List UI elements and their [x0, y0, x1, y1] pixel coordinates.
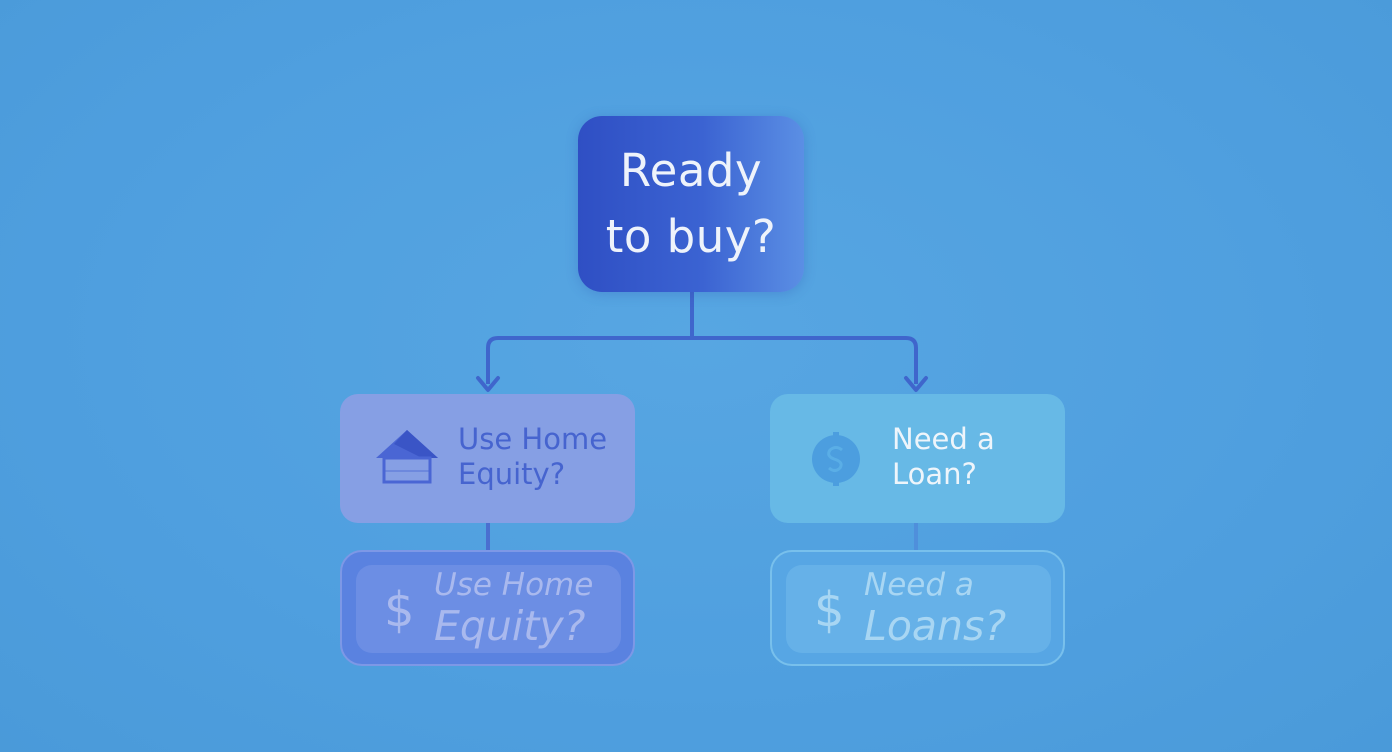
house-icon: [372, 426, 442, 486]
coin-icon: [810, 432, 862, 486]
need-a-loan-node: Need a Loan?: [770, 394, 1065, 523]
child-label-line2: Equity?: [434, 602, 586, 650]
need-a-loans-child-inner: $ Need a Loans?: [786, 565, 1051, 653]
child-label-line1: Need a: [864, 567, 974, 603]
dollar-icon: $: [814, 582, 845, 638]
use-home-equity-child-node: $ Use Home Equity?: [340, 550, 635, 666]
root-node: Ready to buy?: [578, 116, 804, 292]
root-label: Ready to buy?: [605, 144, 777, 263]
dollar-icon: $: [384, 582, 415, 638]
use-home-equity-label: Use Home Equity?: [458, 422, 608, 491]
left-branch-connector: [486, 336, 692, 384]
need-a-loans-child-node: $ Need a Loans?: [770, 550, 1065, 666]
left-arrowhead: [476, 376, 500, 392]
right-arrowhead: [904, 376, 928, 392]
child-label-line2: Loans?: [864, 602, 1007, 650]
use-home-equity-node: Use Home Equity?: [340, 394, 635, 523]
need-a-loan-label: Need a Loan?: [892, 422, 995, 491]
use-home-equity-child-inner: $ Use Home Equity?: [356, 565, 621, 653]
right-branch-connector: [692, 336, 918, 384]
child-label-line1: Use Home: [434, 567, 594, 603]
